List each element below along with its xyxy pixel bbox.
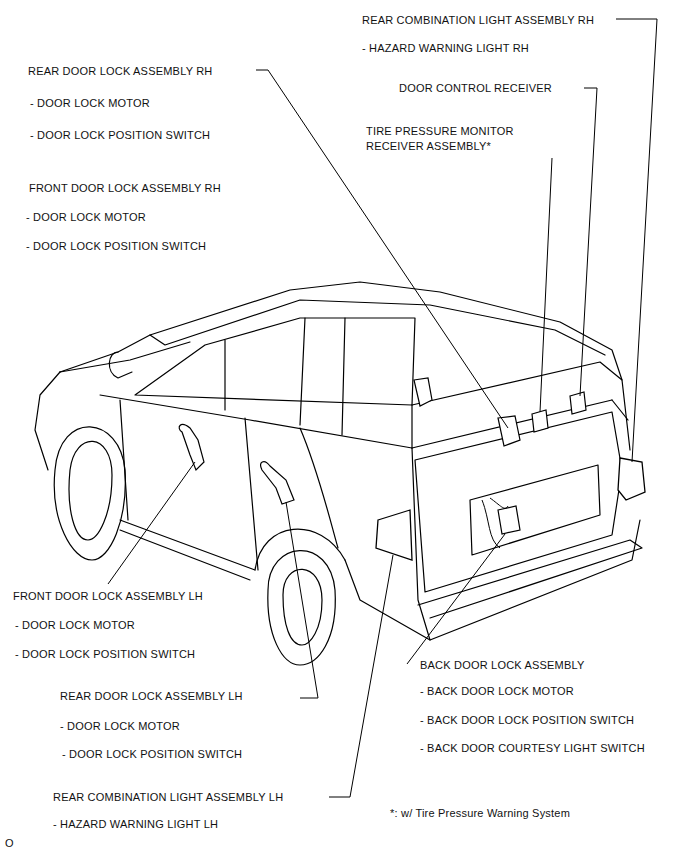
part-label: TIRE PRESSURE MONITOR RECEIVER ASSEMBLY* — [366, 124, 556, 154]
components — [179, 378, 586, 534]
part-label: - HAZARD WARNING LIGHT RH — [362, 41, 529, 56]
rear-door-front-seam — [245, 418, 258, 570]
d-pillar — [342, 318, 345, 435]
roof-line — [60, 282, 622, 380]
back-door-lock — [498, 506, 520, 534]
c-pillar — [300, 318, 305, 425]
page-marker: O — [5, 836, 14, 851]
side-window — [135, 318, 415, 405]
rear-wheel-rim — [283, 569, 322, 645]
leader-line — [407, 534, 505, 664]
part-label: - BACK DOOR LOCK POSITION SWITCH — [420, 713, 634, 728]
part-label: FRONT DOOR LOCK ASSEMBLY LH — [13, 589, 203, 604]
sill-line — [120, 520, 255, 570]
door-control-receiver — [570, 392, 586, 414]
part-label: BACK DOOR LOCK ASSEMBLY — [420, 658, 585, 673]
belt-line — [100, 395, 412, 448]
part-label: REAR COMBINATION LIGHT ASSEMBLY RH — [362, 13, 594, 28]
windshield — [60, 342, 190, 372]
part-label: REAR DOOR LOCK ASSEMBLY LH — [60, 689, 243, 704]
part-label: FRONT DOOR LOCK ASSEMBLY RH — [29, 181, 221, 196]
front-end — [35, 372, 60, 470]
rear-window-top — [412, 362, 630, 450]
part-label: - DOOR LOCK MOTOR — [15, 618, 135, 633]
part-label: - DOOR LOCK POSITION SWITCH — [26, 239, 206, 254]
rear-corner — [612, 400, 628, 420]
leader-line — [329, 555, 393, 797]
part-label: - DOOR LOCK POSITION SWITCH — [62, 747, 242, 762]
license-plate-recess — [470, 465, 600, 555]
part-label: - BACK DOOR LOCK MOTOR — [420, 684, 574, 699]
part-label: DOOR CONTROL RECEIVER — [399, 81, 552, 96]
part-label: - DOOR LOCK MOTOR — [30, 96, 150, 111]
front-wheel — [54, 427, 125, 560]
rear-wheel — [268, 551, 335, 665]
mirror — [109, 352, 132, 378]
leader-line — [580, 88, 597, 396]
back-door-harness — [482, 498, 508, 548]
rear-door-lock-lh — [261, 462, 294, 504]
footnote: *: w/ Tire Pressure Warning System — [390, 806, 570, 821]
front-wheel-rim — [69, 441, 112, 540]
b-pillar — [224, 340, 225, 410]
leader-line — [108, 462, 195, 584]
part-label: - BACK DOOR COURTESY LIGHT SWITCH — [420, 741, 645, 756]
leader-line — [616, 19, 657, 462]
tail-light-rh — [618, 458, 645, 500]
front-door-lock-rh — [414, 378, 432, 406]
sill-line — [120, 530, 250, 580]
rear-pillar — [411, 405, 412, 448]
tire-pressure-receiver — [532, 410, 548, 432]
rear-bumper — [418, 540, 642, 618]
part-label: - DOOR LOCK MOTOR — [26, 210, 146, 225]
rear-door-lock-rh — [498, 416, 520, 446]
leader-line — [540, 158, 552, 412]
part-label: REAR COMBINATION LIGHT ASSEMBLY LH — [53, 790, 283, 805]
leader-line — [256, 70, 508, 428]
leader-line — [286, 502, 318, 698]
rear-wheel-arch — [255, 529, 345, 570]
part-label: - DOOR LOCK POSITION SWITCH — [30, 128, 210, 143]
vehicle-body — [35, 282, 642, 665]
tail-light-lh — [376, 510, 412, 560]
part-label: - DOOR LOCK POSITION SWITCH — [15, 647, 195, 662]
part-label: - HAZARD WARNING LIGHT LH — [53, 817, 218, 832]
part-label: - DOOR LOCK MOTOR — [60, 719, 180, 734]
front-door-lock-lh — [179, 425, 204, 470]
part-label: REAR DOOR LOCK ASSEMBLY RH — [28, 64, 213, 79]
roof-edge — [150, 300, 605, 355]
